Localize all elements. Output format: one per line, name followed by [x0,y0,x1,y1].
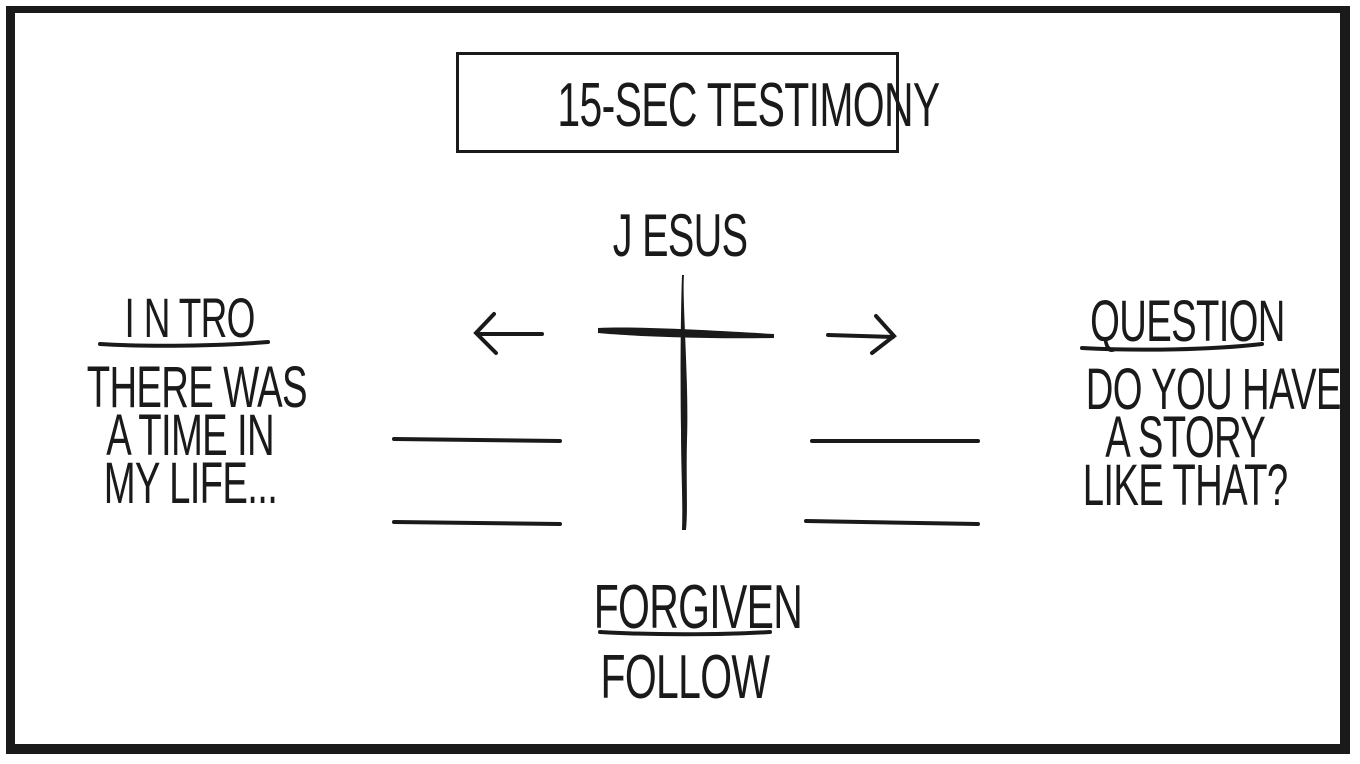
left-blank-line-2 [392,520,562,526]
question-underline [1080,342,1264,352]
cross-horizontal-bar [598,327,774,339]
question-label-wrap: QUESTION [1040,289,1330,354]
forgiven-label-wrap: FORGIVEN [540,573,830,642]
intro-line-1: THERE WAS [86,355,308,420]
question-line-1: DO YOU HAVE [1085,357,1342,422]
intro-underline [98,340,270,348]
center-top-label-wrap: J ESUS [540,206,820,266]
question-text-block: DO YOU HAVE A STORY LIKE THAT? [1020,357,1350,518]
question-label: QUESTION [1090,289,1285,354]
right-blank-line-2 [804,519,980,526]
forgiven-label: FORGIVEN [593,573,803,642]
left-blank-line-1 [392,437,562,443]
diagram-title: 15-SEC TESTIMONY [557,71,940,140]
forgiven-underline [598,630,772,637]
title-text-wrap: 15-SEC TESTIMONY [459,75,940,137]
diagram-frame [6,6,1350,754]
right-arrow [826,314,897,355]
title-box: 15-SEC TESTIMONY [456,52,940,153]
cross-vertical-bar [680,275,688,530]
intro-line-2: A TIME IN [106,403,274,468]
intro-text-block: THERE WAS A TIME IN MY LIFE... [30,355,350,516]
question-line-2: A STORY [1105,405,1266,470]
jesus-label: J ESUS [612,202,748,269]
left-arrow [473,312,544,355]
intro-label-wrap: I N TRO [60,290,320,346]
intro-line-3: MY LIFE... [103,451,277,516]
follow-label: FOLLOW [600,643,770,712]
intro-label: I N TRO [124,286,256,349]
follow-label-wrap: FOLLOW [540,643,830,712]
question-line-3: LIKE THAT? [1082,453,1288,518]
